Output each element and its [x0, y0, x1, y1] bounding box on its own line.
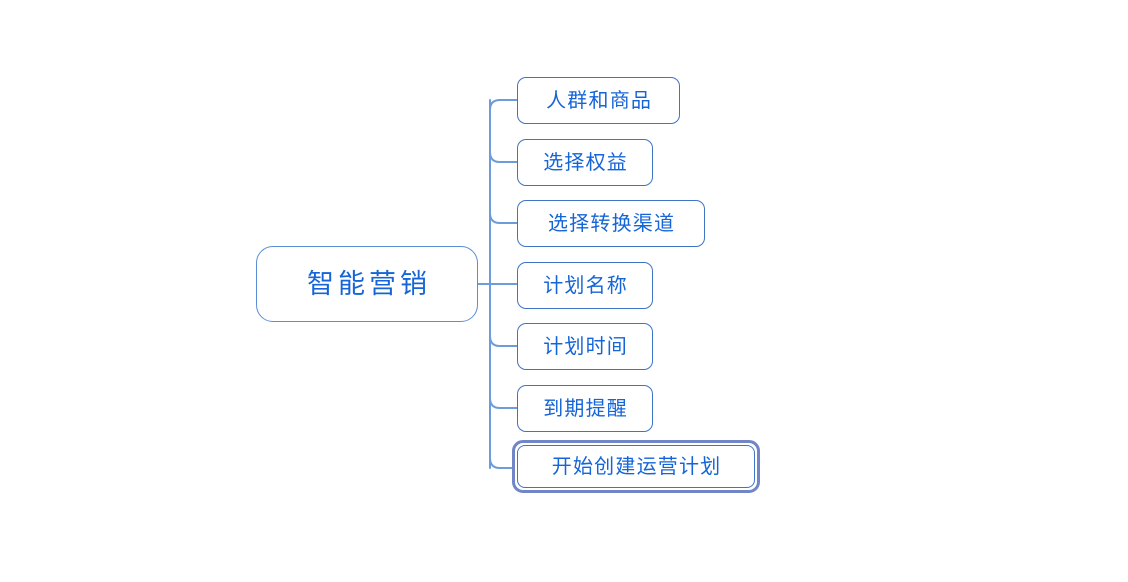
- mindmap-root-label: 智能营销: [307, 268, 431, 299]
- mindmap-node-label: 选择转换渠道: [547, 212, 676, 235]
- connector-branch-6: [489, 397, 518, 409]
- mindmap-node-label: 计划时间: [543, 335, 628, 358]
- mindmap-node-label: 人群和商品: [546, 89, 653, 112]
- mindmap-node-label: 开始创建运营计划: [551, 455, 722, 478]
- mindmap-node-label: 选择权益: [543, 151, 628, 174]
- connector-branch-5: [489, 335, 518, 347]
- mindmap-node-renqun-he-shangpin[interactable]: 人群和商品: [517, 77, 680, 124]
- mindmap-node-jihua-shijian[interactable]: 计划时间: [517, 323, 653, 370]
- mindmap-node-kaishi-chuangjian-yunying-jihua[interactable]: 开始创建运营计划: [517, 445, 755, 488]
- mindmap-node-label: 计划名称: [543, 274, 628, 297]
- mindmap-root-node[interactable]: 智能营销: [256, 246, 478, 322]
- mindmap-node-xuanze-quanyi[interactable]: 选择权益: [517, 139, 653, 186]
- mindmap-node-daoqi-tixing[interactable]: 到期提醒: [517, 385, 653, 432]
- mindmap-node-label: 到期提醒: [543, 397, 628, 420]
- connector-branch-1: [489, 99, 518, 111]
- mindmap-node-xuanze-zhuanhuan-qudao[interactable]: 选择转换渠道: [517, 200, 705, 247]
- mindmap-node-jihua-mingcheng[interactable]: 计划名称: [517, 262, 653, 309]
- connector-branch-2: [489, 151, 518, 163]
- connector-branch-3: [489, 212, 518, 224]
- connector-branch-7: [489, 457, 513, 469]
